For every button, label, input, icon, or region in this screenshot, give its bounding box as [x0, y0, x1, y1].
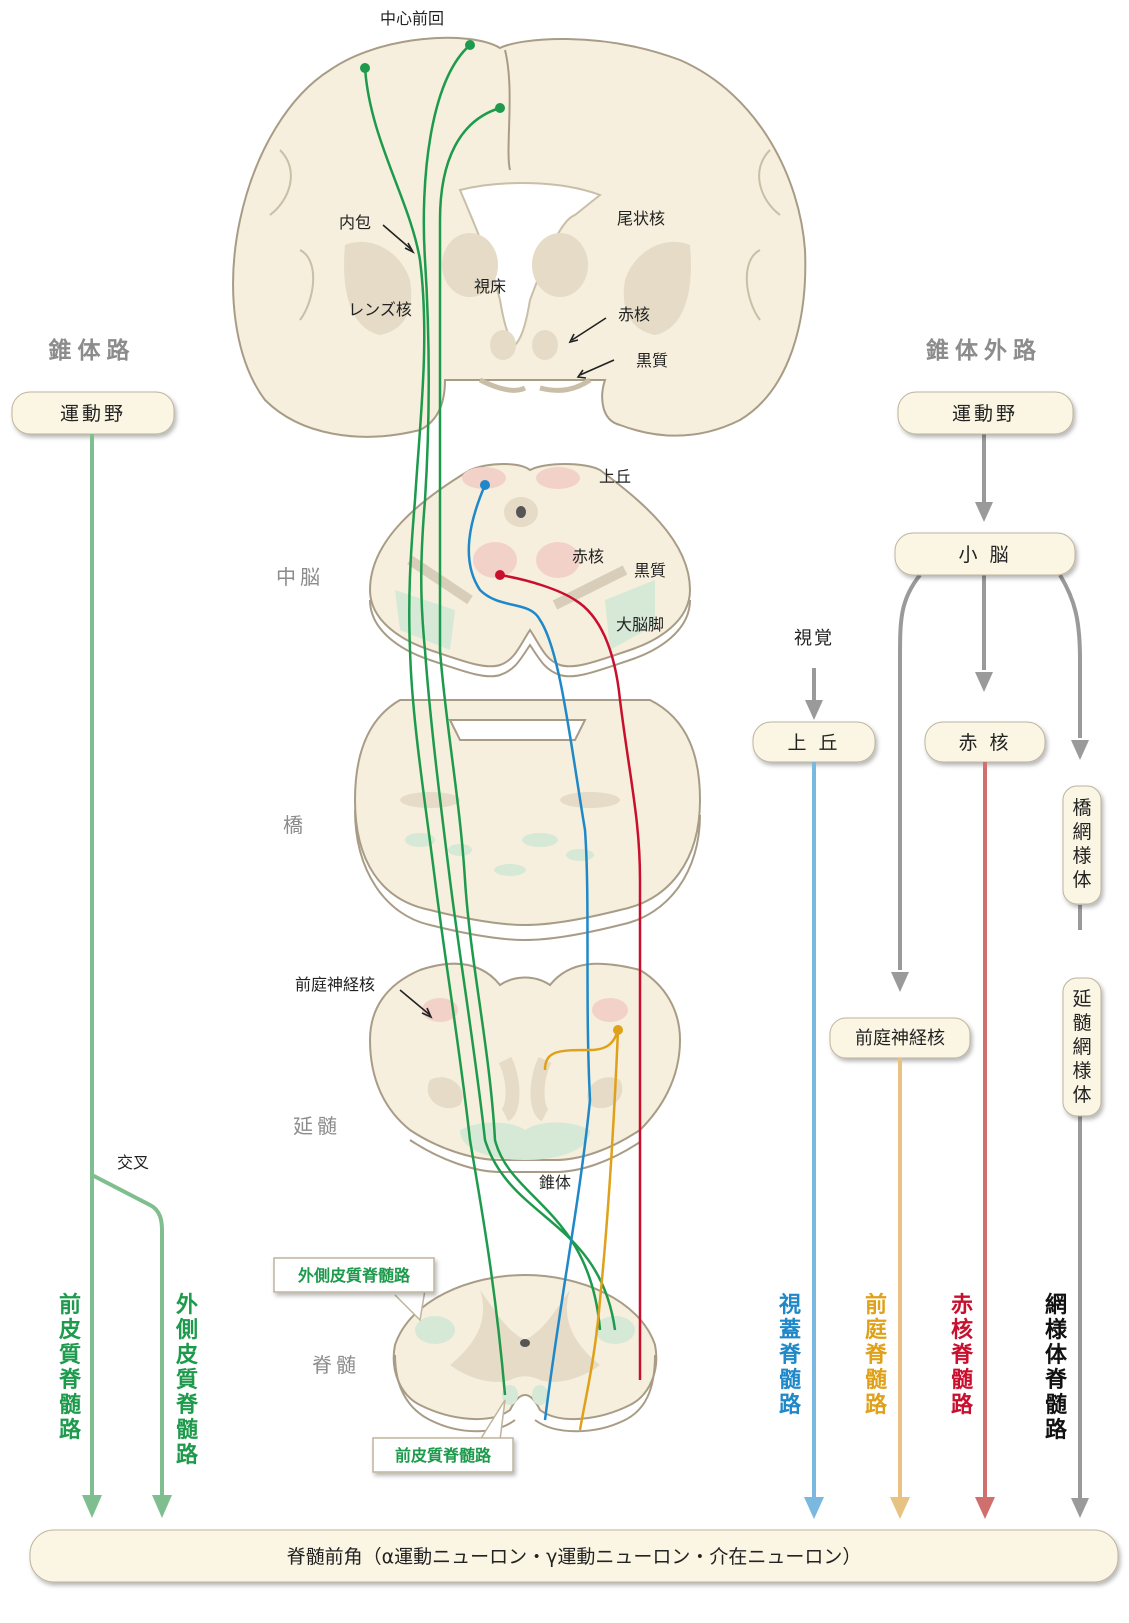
label-mb-substantia-nigra: 黒質 — [634, 561, 666, 580]
rubrospinal-vertical-label: 赤核脊髄路 — [950, 1293, 974, 1418]
vchar: 前 — [59, 1292, 81, 1318]
superior-colliculus-label: 上 丘 — [787, 732, 840, 754]
sc-lateral-cst-label: 外側皮質脊髄路 — [297, 1266, 411, 1285]
label-caudate: 尾状核 — [617, 209, 665, 228]
pyramidal-tract-lines — [92, 434, 162, 1500]
vision-label: 視覚 — [794, 628, 834, 649]
label-superior-colliculus: 上丘 — [599, 467, 631, 486]
level-midbrain: 中脳 — [276, 565, 324, 589]
sc-anterior-cst-label: 前皮質脊髄路 — [395, 1446, 492, 1465]
pyramidal-header: 錐体路 — [49, 337, 136, 364]
pyramidal-arrowheads — [82, 1495, 172, 1518]
level-medulla: 延髄 — [293, 1114, 341, 1138]
label-vestibular-nucleus: 前庭神経核 — [295, 975, 375, 994]
motor-cortex-label-left: 運動野 — [60, 403, 126, 425]
extrapyramidal-colored-arrowheads — [804, 1497, 995, 1519]
lateral-cst-vertical-label: 外側皮質脊髄路 — [175, 1292, 199, 1468]
spinal-cord-section — [394, 1275, 657, 1431]
vestibulospinal-vertical-label: 前庭脊髄路 — [864, 1292, 888, 1418]
label-mb-red-nucleus: 赤核 — [572, 547, 604, 566]
reticulospinal-vertical-label: 網様体脊髄路 — [1044, 1292, 1068, 1443]
extrapyramidal-header: 錐体外路 — [926, 337, 1042, 364]
medulla-section — [370, 964, 680, 1172]
level-spinal-cord: 脊髄 — [312, 1353, 360, 1377]
red-nucleus-label: 赤 核 — [958, 732, 1011, 754]
pons-section — [355, 700, 700, 940]
label-red-nucleus: 赤核 — [618, 305, 650, 324]
vestibular-nuclei-label: 前庭神経核 — [855, 1028, 945, 1049]
medullary-reticular-label: 延髄網様体 — [1072, 988, 1091, 1106]
anterior-horn-label: 脊髄前角（α運動ニューロン・γ運動ニューロン・介在ニューロン） — [287, 1546, 862, 1568]
motor-cortex-label-right: 運動野 — [952, 403, 1018, 425]
anterior-cst-vertical-label: 前皮質脊髄路 — [58, 1292, 82, 1443]
decussation-label: 交叉 — [117, 1153, 149, 1172]
label-precentral-gyrus: 中心前回 — [380, 9, 444, 28]
extrapyramidal-gray-lines — [814, 434, 1080, 1500]
label-internal-capsule: 内包 — [339, 213, 371, 232]
tectospinal-vertical-label: 視蓋脊髄路 — [778, 1293, 802, 1418]
cerebrum-section — [233, 38, 805, 437]
cerebellum-label: 小 脳 — [958, 544, 1011, 566]
label-substantia-nigra: 黒質 — [636, 351, 668, 370]
brain-illustration — [233, 38, 805, 1431]
label-thalamus: 視床 — [474, 277, 506, 296]
level-pons: 橋 — [283, 813, 303, 837]
label-pyramid: 錐体 — [539, 1173, 571, 1192]
label-lentiform: レンズ核 — [348, 300, 412, 319]
label-cerebral-peduncle: 大脳脚 — [616, 615, 664, 634]
